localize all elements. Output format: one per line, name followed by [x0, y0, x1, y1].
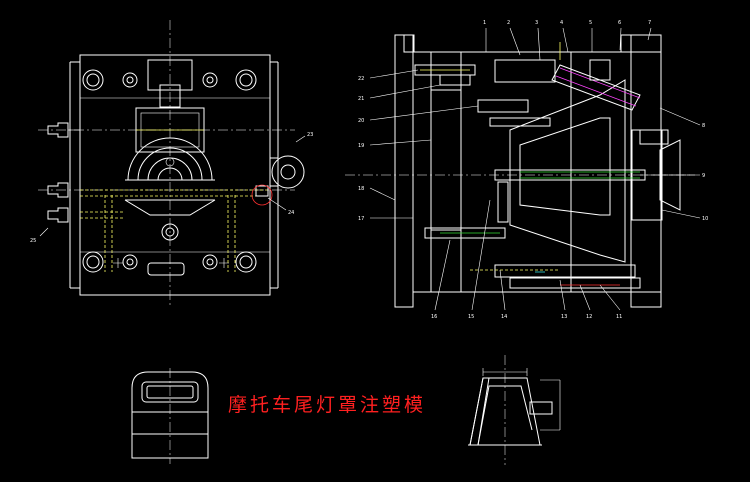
callout-8: 8	[702, 123, 705, 129]
callout-21: 21	[358, 96, 364, 102]
callout-20: 20	[358, 118, 364, 124]
callout-2: 2	[507, 20, 510, 26]
callout-22: 22	[358, 76, 364, 82]
callout-24: 24	[288, 210, 294, 216]
callout-19: 19	[358, 143, 364, 149]
plan-view: 23 24 25	[30, 20, 313, 305]
callout-11: 11	[616, 314, 622, 320]
water-fitting-icon	[47, 122, 69, 223]
callout-16: 16	[431, 314, 437, 320]
callout-leaders	[369, 27, 701, 311]
callout-17: 17	[358, 216, 364, 222]
callout-23: 23	[307, 132, 313, 138]
section-view: 1 2 3 4 5 6 7 22 21 20 19 18 17 8 9 10 1…	[345, 20, 708, 320]
callout-3: 3	[535, 20, 538, 26]
drawing-title: 摩托车尾灯罩注塑模	[228, 394, 427, 416]
callout-12: 12	[586, 314, 592, 320]
callout-6: 6	[618, 20, 621, 26]
callout-18: 18	[358, 186, 364, 192]
part-side-section	[468, 355, 561, 465]
callout-4: 4	[560, 20, 563, 26]
callout-25: 25	[30, 238, 36, 244]
guide-bushing-icon	[82, 69, 257, 273]
screw-icon	[122, 72, 218, 270]
callout-1: 1	[483, 20, 486, 26]
callout-13: 13	[561, 314, 567, 320]
callout-14: 14	[501, 314, 507, 320]
callout-9: 9	[702, 173, 705, 179]
callout-15: 15	[468, 314, 474, 320]
callout-5: 5	[589, 20, 592, 26]
part-front-view	[131, 368, 209, 464]
callout-7: 7	[648, 20, 651, 26]
callout-10: 10	[702, 216, 708, 222]
